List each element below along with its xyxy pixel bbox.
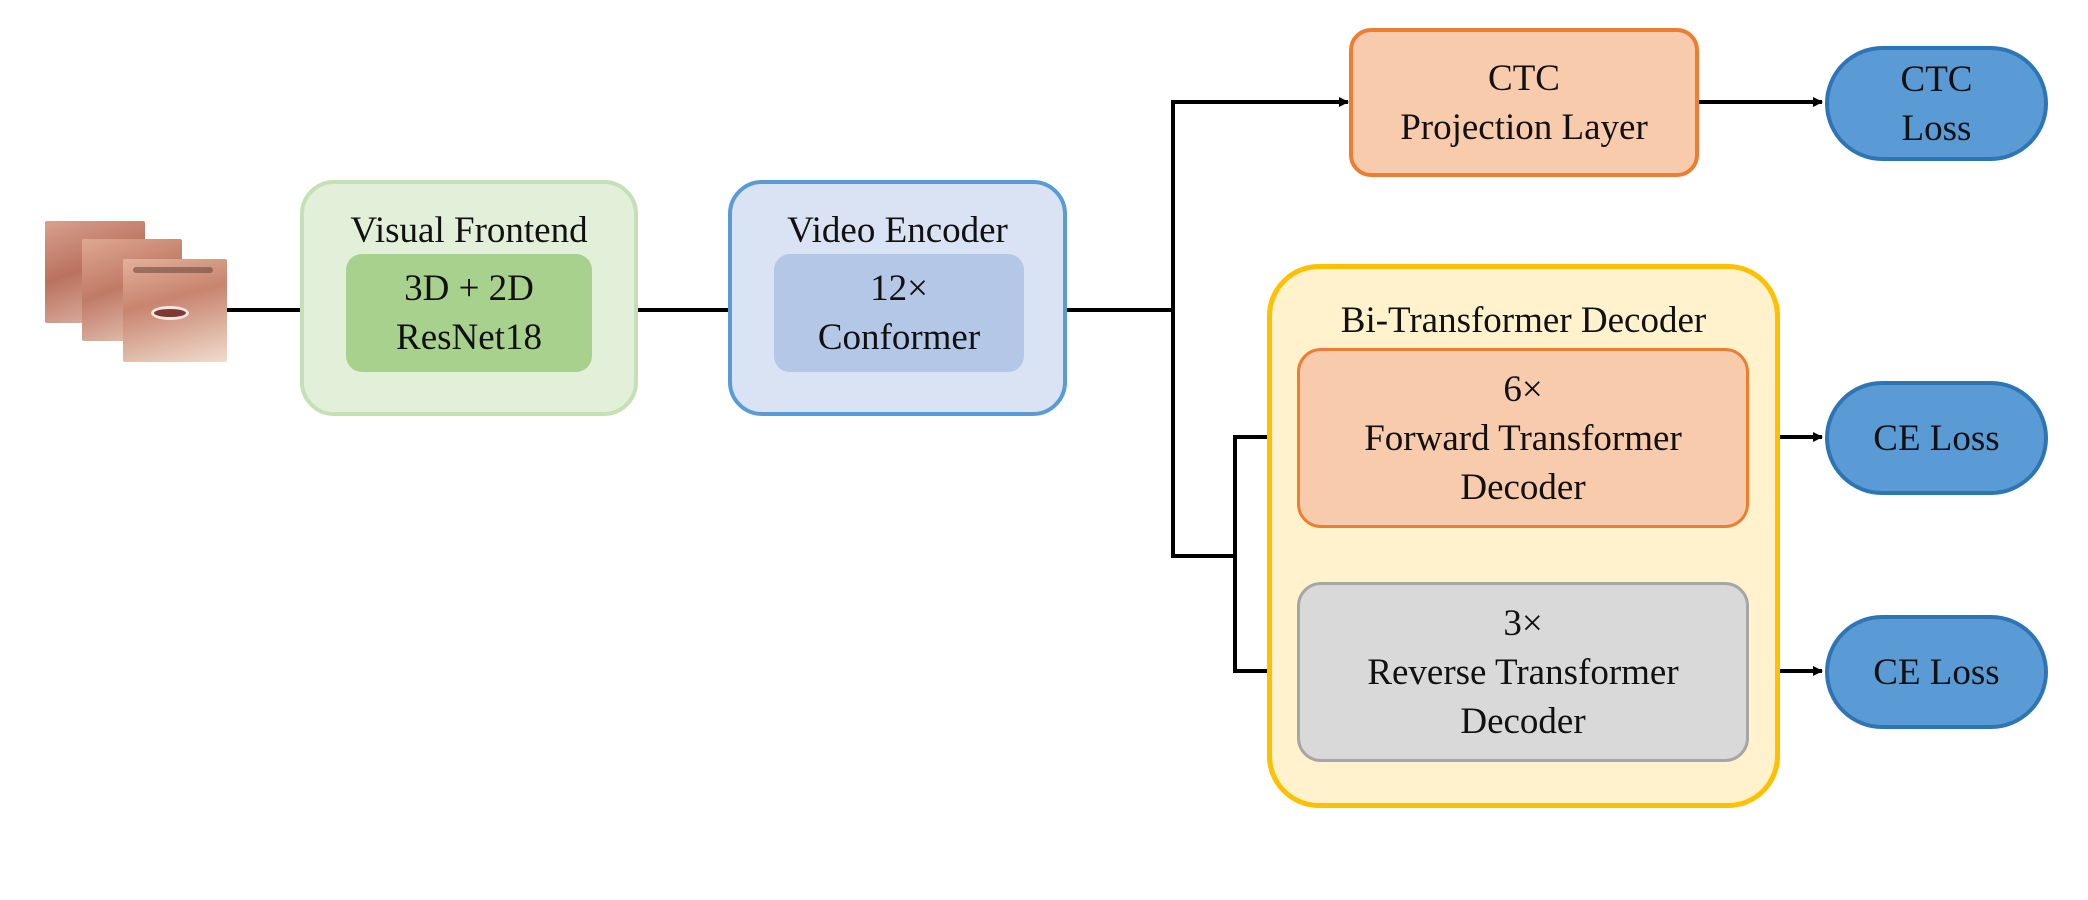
reverse-decoder-line-2: Reverse Transformer [1367, 651, 1679, 693]
ctc-loss-line-2: Loss [1901, 107, 1972, 149]
forward-decoder-line-3: Decoder [1460, 466, 1586, 508]
ce-loss-reverse-label: CE Loss [1873, 651, 2000, 693]
ctc-loss-line-1: CTC [1900, 58, 1973, 100]
reverse-decoder-line-3: Decoder [1460, 700, 1586, 742]
resnet-line-1: 3D + 2D [404, 268, 534, 309]
line-to-decoder-branch [1171, 310, 1235, 558]
reverse-decoder-line-1: 3× [1503, 602, 1543, 644]
bi-decoder-title: Bi-Transformer Decoder [1340, 300, 1707, 341]
conformer-block: 12× Conformer [774, 254, 1024, 372]
forward-decoder-line-1: 6× [1503, 368, 1543, 410]
reverse-decoder-block: 3× Reverse Transformer Decoder [1297, 582, 1749, 762]
conformer-line-1: 12× [870, 268, 928, 309]
ctc-projection-block: CTC Projection Layer [1349, 28, 1699, 177]
forward-decoder-block: 6× Forward Transformer Decoder [1297, 348, 1749, 528]
conformer-line-2: Conformer [817, 317, 981, 358]
ctc-loss-block: CTC Loss [1825, 46, 2048, 161]
video-encoder-title: Video Encoder [787, 210, 1008, 251]
face-frame-3 [123, 259, 227, 362]
ctc-projection-line-1: CTC [1488, 57, 1560, 99]
visual-frontend-title: Visual Frontend [350, 210, 588, 251]
ce-loss-forward-label: CE Loss [1873, 417, 2000, 459]
forward-decoder-line-2: Forward Transformer [1364, 417, 1682, 459]
resnet-line-2: ResNet18 [396, 317, 542, 358]
ctc-projection-line-2: Projection Layer [1400, 106, 1648, 148]
arrow-to-ctc-projection [1171, 97, 1349, 310]
resnet-block: 3D + 2D ResNet18 [346, 254, 592, 372]
ce-loss-forward-block: CE Loss [1825, 381, 2048, 495]
video-encoder-block: Video Encoder 12× Conformer [728, 180, 1067, 416]
ce-loss-reverse-block: CE Loss [1825, 615, 2048, 729]
visual-frontend-block: Visual Frontend 3D + 2D ResNet18 [300, 180, 638, 416]
